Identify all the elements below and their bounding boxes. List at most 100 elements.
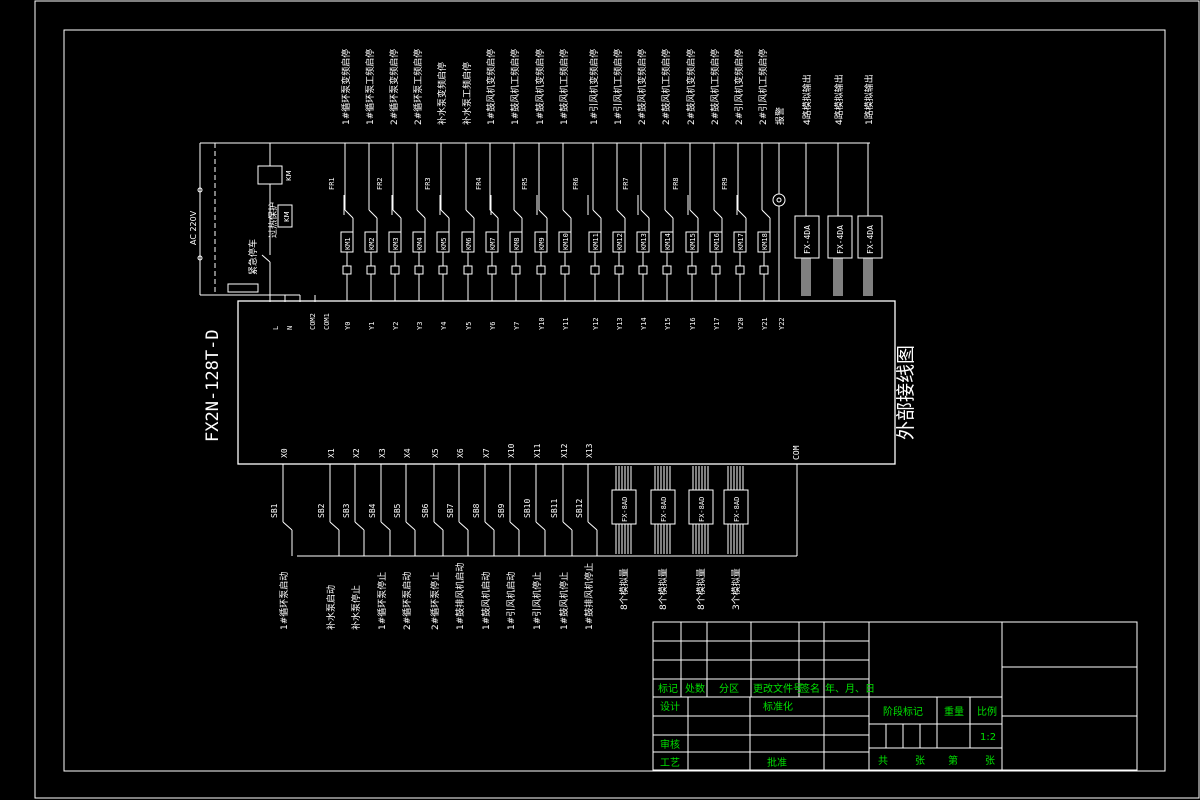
tb-header-0: 标记	[658, 683, 678, 695]
input-module	[650, 489, 676, 525]
supply-terminal-top	[197, 187, 203, 193]
terminal-box	[735, 265, 745, 275]
coil-label: KM7	[489, 237, 497, 250]
tb-sheet-unit2: 张	[985, 755, 995, 767]
output-label: 2#循环泵变频启停	[388, 49, 400, 125]
output-terminal-label: Y20	[737, 317, 745, 330]
input-label: 1#引风机启动	[505, 572, 517, 630]
km-coil	[257, 165, 283, 185]
tb-header-2: 分区	[719, 683, 739, 695]
coil-label: KM16	[713, 233, 721, 250]
tb-approve: 批准	[767, 756, 787, 769]
tb-header-4: 签名	[800, 682, 820, 695]
coil-label: KM3	[392, 237, 400, 250]
title-block: 标记 处数 分区 更改文件号 签名 年、月、日 设计 标准化 审核 工艺 批准 …	[652, 621, 1138, 771]
inner-frame	[63, 29, 1166, 772]
output-terminal-label: Y6	[489, 322, 497, 330]
button-label: SB1	[270, 503, 279, 518]
output-module	[857, 215, 883, 259]
input-label: 补水泵启动	[325, 585, 337, 630]
terminal-box	[438, 265, 448, 275]
input-circuits: X0SB11#循环泵启动X1SB2补水泵启动X2SB3补水泵停止X3SB41#循…	[270, 443, 598, 630]
estop-label: 紧急停车	[247, 239, 259, 275]
output-terminal-label: Y10	[538, 317, 546, 330]
terminal-box	[536, 265, 546, 275]
input-label: 1#鼓排风机启动	[454, 563, 466, 630]
alarm-lamp-icon	[772, 193, 786, 207]
tb-sheets-unit: 张	[915, 755, 925, 767]
output-label: 补水泵变频启停	[436, 62, 448, 125]
terminal-box	[662, 265, 672, 275]
coil-label: KM11	[592, 233, 600, 250]
output-terminal-label: Y4	[440, 322, 448, 330]
relay-label: FR4	[475, 177, 483, 190]
input-module-name: FX-8AD	[660, 497, 668, 522]
output-module-label: FX-4DA	[836, 225, 845, 254]
output-circuits: 1#循环泵变频启停KM1Y01#循环泵工频启停KM2Y12#循环泵变频启停KM3…	[300, 49, 875, 330]
button-label: SB10	[523, 499, 532, 518]
output-label: 1#循环泵工频启停	[364, 49, 376, 125]
output-label: 2#鼓风机工频启停	[660, 49, 672, 125]
terminal-box	[390, 265, 400, 275]
button-label: SB7	[446, 503, 455, 518]
tb-ratio: 1:2	[980, 732, 996, 743]
button-label: SB11	[550, 499, 559, 518]
tb-sheet-no: 第	[948, 754, 958, 767]
input-label: 1#引风机停止	[531, 572, 543, 630]
output-label: 1#鼓风机工频启停	[558, 49, 570, 125]
fuse	[227, 283, 259, 293]
relay-label: FR6	[572, 177, 580, 190]
coil-label: KM15	[689, 233, 697, 250]
input-terminal-label: X0	[280, 448, 289, 458]
output-module-label: FX-4DA	[866, 225, 875, 254]
terminal-box	[590, 265, 600, 275]
overload-label: 过热保护	[267, 202, 279, 238]
output-terminal-label: Y5	[465, 322, 473, 330]
input-terminal-label: X11	[533, 443, 542, 458]
output-circuit: 4路模拟输出	[801, 74, 813, 296]
output-module	[827, 215, 853, 259]
input-label: 1#循环泵启动	[278, 572, 290, 630]
output-terminal-label: Y22	[778, 317, 786, 330]
output-terminal-label: Y13	[616, 317, 624, 330]
input-terminal-label: X7	[482, 448, 491, 458]
coil-label: KM1	[344, 237, 352, 250]
input-terminal-label: X6	[456, 448, 465, 458]
tb-header-1: 处数	[685, 682, 705, 695]
output-label: 1#循环泵变频启停	[340, 49, 352, 125]
input-module	[723, 489, 749, 525]
coil-label: KM14	[664, 233, 672, 250]
input-terminal-label: X13	[585, 443, 594, 458]
input-label: 1#鼓排风机停止	[583, 563, 595, 630]
coil-label: KM17	[737, 233, 745, 250]
input-terminal-label: X12	[560, 443, 569, 458]
output-terminal-label: Y11	[562, 317, 570, 330]
output-module	[794, 215, 820, 259]
terminal-box	[511, 265, 521, 275]
input-module-name: FX-8AD	[733, 497, 741, 522]
coil-label: KM18	[761, 233, 769, 250]
coil-label: KM10	[562, 233, 570, 250]
output-label: 1#引风机变频启停	[588, 49, 600, 125]
coil-label: KM13	[640, 233, 648, 250]
plc-model-label: FX2N-128T-D	[203, 329, 223, 442]
supply-terminal-bottom	[197, 255, 203, 261]
output-label: 1#鼓风机变频启停	[534, 49, 546, 125]
tb-header-3: 更改文件号	[753, 682, 803, 695]
tb-ratio-label: 比例	[977, 705, 997, 718]
output-module-label: FX-4DA	[803, 225, 812, 254]
